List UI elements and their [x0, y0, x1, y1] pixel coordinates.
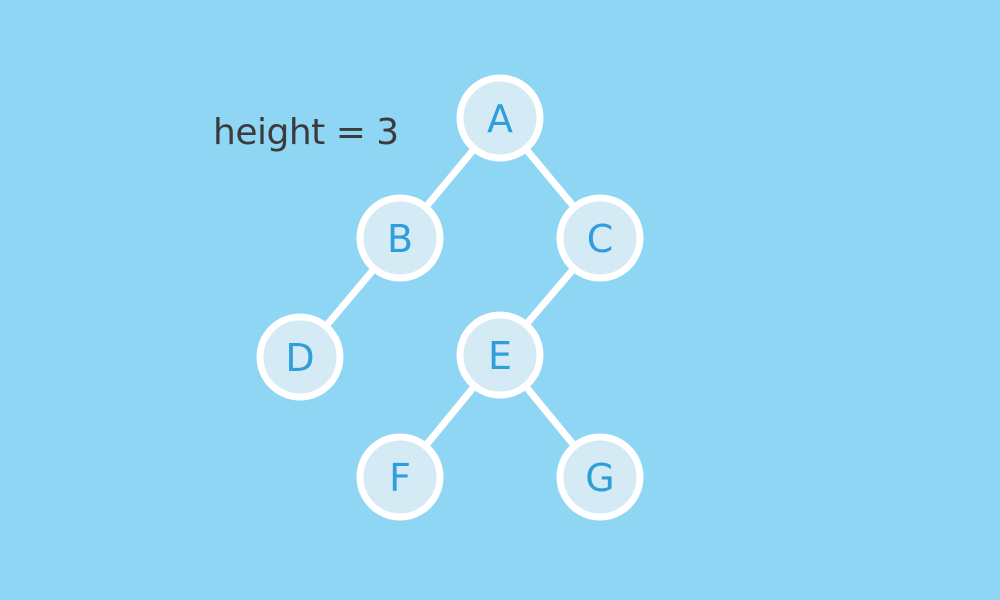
node-circle: [556, 194, 644, 282]
node-label: F: [389, 456, 411, 500]
node-label: A: [487, 97, 513, 141]
tree-height-label: height = 3: [213, 112, 399, 153]
node-c: C: [556, 194, 644, 282]
node-label: B: [387, 217, 413, 261]
node-circle: [256, 313, 344, 401]
nodes-group: A B C D E F G: [256, 74, 644, 521]
edges-group: [296, 114, 604, 481]
node-circle: [356, 194, 444, 282]
node-circle: [456, 74, 544, 162]
node-label: E: [488, 334, 512, 378]
node-label: D: [285, 336, 314, 380]
node-circle: [356, 433, 444, 521]
node-f: F: [356, 433, 444, 521]
node-e: E: [456, 311, 544, 399]
node-a: A: [456, 74, 544, 162]
node-d: D: [256, 313, 344, 401]
node-label: G: [585, 456, 614, 500]
node-g: G: [556, 433, 644, 521]
node-circle: [456, 311, 544, 399]
node-b: B: [356, 194, 444, 282]
node-label: C: [587, 217, 614, 261]
node-circle: [556, 433, 644, 521]
